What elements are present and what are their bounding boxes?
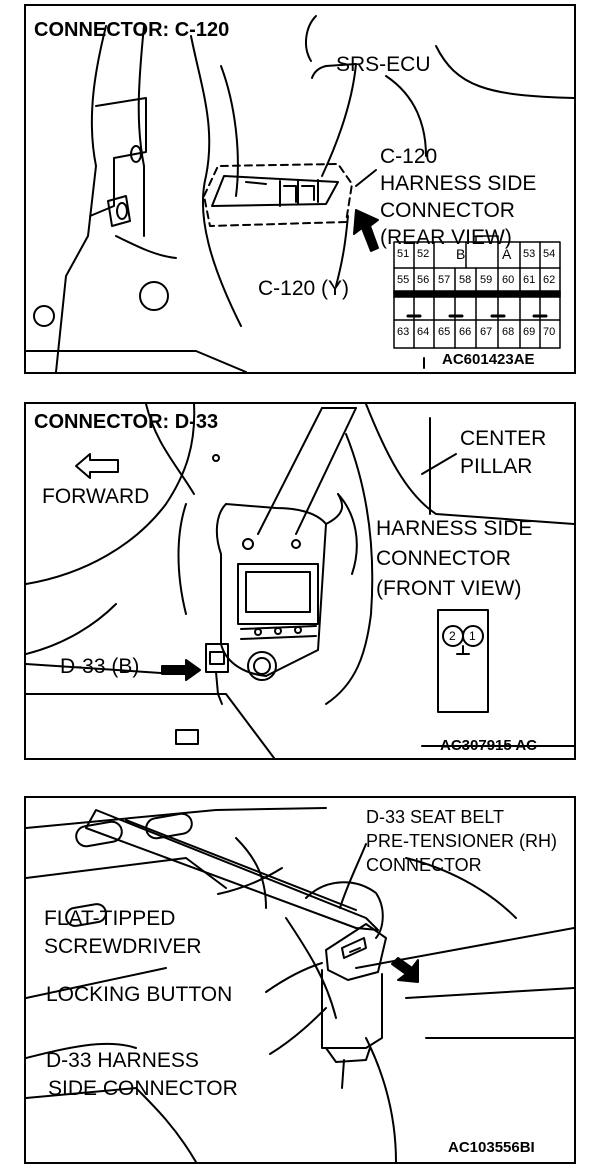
center-pillar-label-2: PILLAR xyxy=(460,455,533,478)
pin-label: 57 xyxy=(438,274,451,286)
d33-connector-label: D-33 (B) xyxy=(60,655,140,678)
screwdriver-label-1: FLAT-TIPPED xyxy=(44,907,176,930)
d33-harness-label-2: CONNECTOR xyxy=(376,547,511,570)
d33-title: CONNECTOR: D-33 xyxy=(34,411,219,433)
d33-illustration xyxy=(26,404,574,758)
screwdriver-label-2: SCREWDRIVER xyxy=(44,935,202,958)
d33-figure-code: AC307915 AC xyxy=(440,737,537,754)
pin-label: 70 xyxy=(543,326,556,338)
c120-figure-code: AC601423AE xyxy=(442,351,535,368)
pin-label: 65 xyxy=(438,326,451,338)
pin-label: 1 xyxy=(469,629,476,643)
seatbelt-label-2: PRE-TENSIONER (RH) xyxy=(366,831,558,851)
forward-label: FORWARD xyxy=(42,485,150,508)
pin-label: 62 xyxy=(543,274,556,286)
pin-label: A xyxy=(502,246,512,262)
locking-button-label: LOCKING BUTTON xyxy=(46,983,233,1006)
pin-label: 56 xyxy=(417,274,430,286)
pin-label: 60 xyxy=(502,274,515,286)
c120-illustration xyxy=(26,15,574,372)
pin-label: 64 xyxy=(417,326,430,338)
pin-label: 69 xyxy=(523,326,536,338)
pretensioner-illustration xyxy=(26,807,574,1162)
connector-d33-panel: CONNECTOR: D-33 CENTER PILLAR FORWARD HA… xyxy=(24,402,576,760)
pin-label: 61 xyxy=(523,274,536,286)
pin-label: 66 xyxy=(459,326,472,338)
pin-label: 58 xyxy=(459,274,472,286)
pin-label: 54 xyxy=(543,248,556,260)
pin-label: B xyxy=(456,246,466,262)
center-pillar-label-1: CENTER xyxy=(460,427,547,450)
pin-label: 67 xyxy=(480,326,493,338)
pin-label: 55 xyxy=(397,274,410,286)
srs-ecu-label: SRS-ECU xyxy=(336,53,431,76)
d33-harness-label-1: HARNESS SIDE xyxy=(376,517,533,540)
pretensioner-panel: D-33 SEAT BELT PRE-TENSIONER (RH) CONNEC… xyxy=(24,796,576,1164)
c120-harness-label-4: (REAR VIEW) xyxy=(380,226,512,249)
c120-title: CONNECTOR: C-120 xyxy=(34,19,230,41)
seatbelt-label-1: D-33 SEAT BELT xyxy=(366,807,505,827)
d33-harness-label-3: (FRONT VIEW) xyxy=(376,577,522,600)
pin-label: 52 xyxy=(417,248,430,260)
c120-connector-label: C-120 (Y) xyxy=(258,277,350,300)
pin-label: 63 xyxy=(397,326,410,338)
harness-side-label-1: D-33 HARNESS xyxy=(46,1049,199,1072)
pin-label: 59 xyxy=(480,274,493,286)
pin-label: 51 xyxy=(397,248,410,260)
connector-c120-panel: CONNECTOR: C-120 SRS-ECU C-120 HARNESS S… xyxy=(24,4,576,374)
c120-harness-label-1: C-120 xyxy=(380,145,438,168)
pin-label: 53 xyxy=(523,248,536,260)
pin-label: 2 xyxy=(449,629,456,643)
pretensioner-figure-code: AC103556BI xyxy=(448,1139,535,1156)
c120-harness-label-2: HARNESS SIDE xyxy=(380,172,537,195)
pin-label: 68 xyxy=(502,326,515,338)
c120-harness-label-3: CONNECTOR xyxy=(380,199,515,222)
harness-side-label-2: SIDE CONNECTOR xyxy=(48,1077,238,1100)
seatbelt-label-3: CONNECTOR xyxy=(366,855,482,875)
